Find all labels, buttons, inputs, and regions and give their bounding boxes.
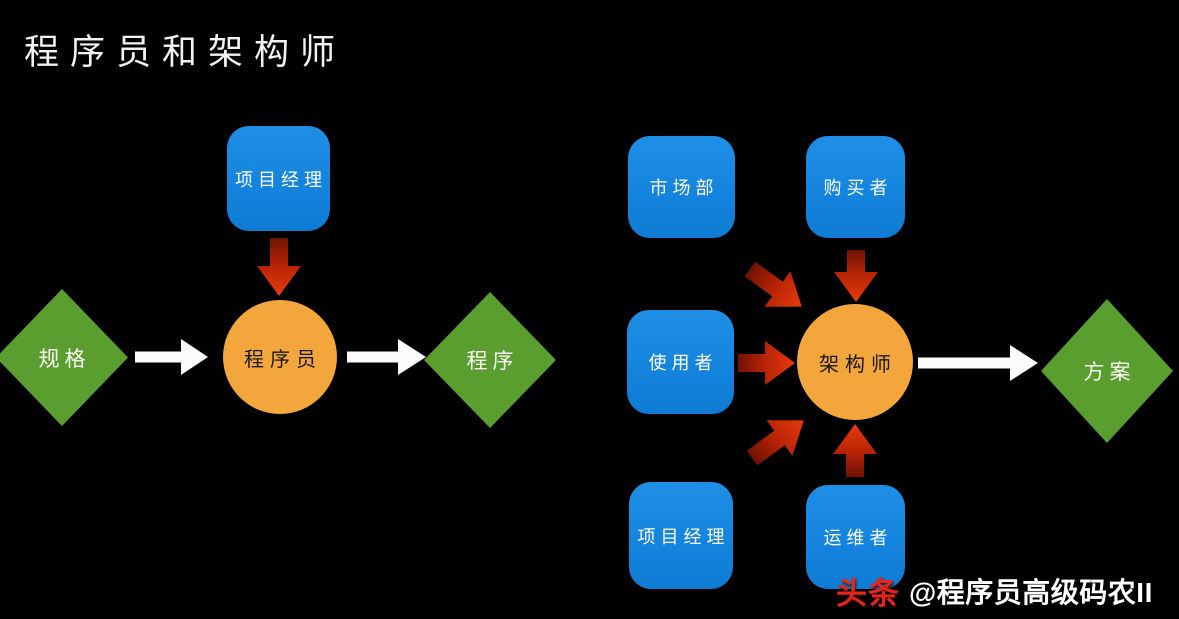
- watermark: 头条 @程序员高级码农II: [836, 568, 1153, 613]
- right-ops-box: 运维者: [806, 485, 905, 589]
- red-arrow-buyer-to-architect: [834, 250, 878, 302]
- right-user-box: 使用者: [627, 310, 734, 414]
- white-arrow-architect-to-solution: [918, 345, 1038, 381]
- right-manager-box: 项目经理: [629, 482, 733, 589]
- right-market-box: 市场部: [628, 136, 735, 238]
- red-arrow-manager2-to-architect: [746, 420, 804, 466]
- white-arrow-spec-to-programmer: [135, 339, 208, 375]
- white-arrow-programmer-to-program: [347, 339, 426, 375]
- right-buyer-box: 购买者: [806, 136, 905, 238]
- red-arrow-manager-to-programmer: [257, 238, 301, 296]
- watermark-account: @程序员高级码农II: [909, 576, 1153, 608]
- architect-circle: 架构师: [797, 304, 913, 420]
- red-arrow-user-to-architect: [738, 341, 795, 385]
- programmer-circle: 程序员: [223, 300, 337, 414]
- page-title: 程序员和架构师: [24, 33, 347, 72]
- toutiao-logo: 头条: [836, 576, 900, 611]
- red-arrow-market-to-architect: [744, 261, 802, 307]
- red-arrow-ops-to-architect: [833, 424, 877, 477]
- left-manager-box: 项目经理: [227, 126, 330, 231]
